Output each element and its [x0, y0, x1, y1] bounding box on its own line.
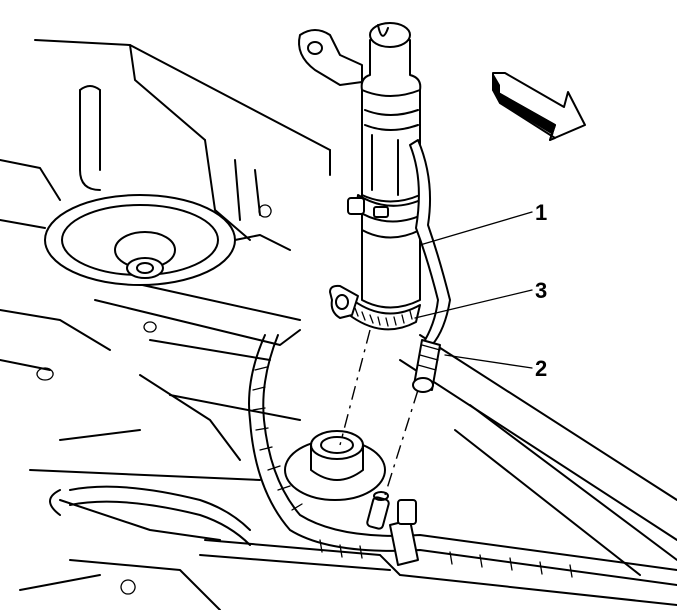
tube-bundle — [49, 334, 677, 606]
vent-tube-fitting — [366, 491, 390, 530]
hose-bracket — [298, 29, 363, 86]
filler-neck-port — [284, 430, 386, 501]
direction-arrow-icon — [492, 72, 586, 141]
callout-1: 1 — [535, 200, 547, 225]
body-mount-bushing — [44, 194, 291, 286]
callout-2: 2 — [535, 356, 547, 381]
filler-hose — [360, 22, 422, 309]
lower-hose-clamp — [329, 284, 421, 331]
vehicle-body-structure — [0, 39, 677, 610]
alignment-lines — [339, 329, 419, 496]
callout-3: 3 — [535, 278, 547, 303]
leader-lines — [414, 211, 533, 369]
